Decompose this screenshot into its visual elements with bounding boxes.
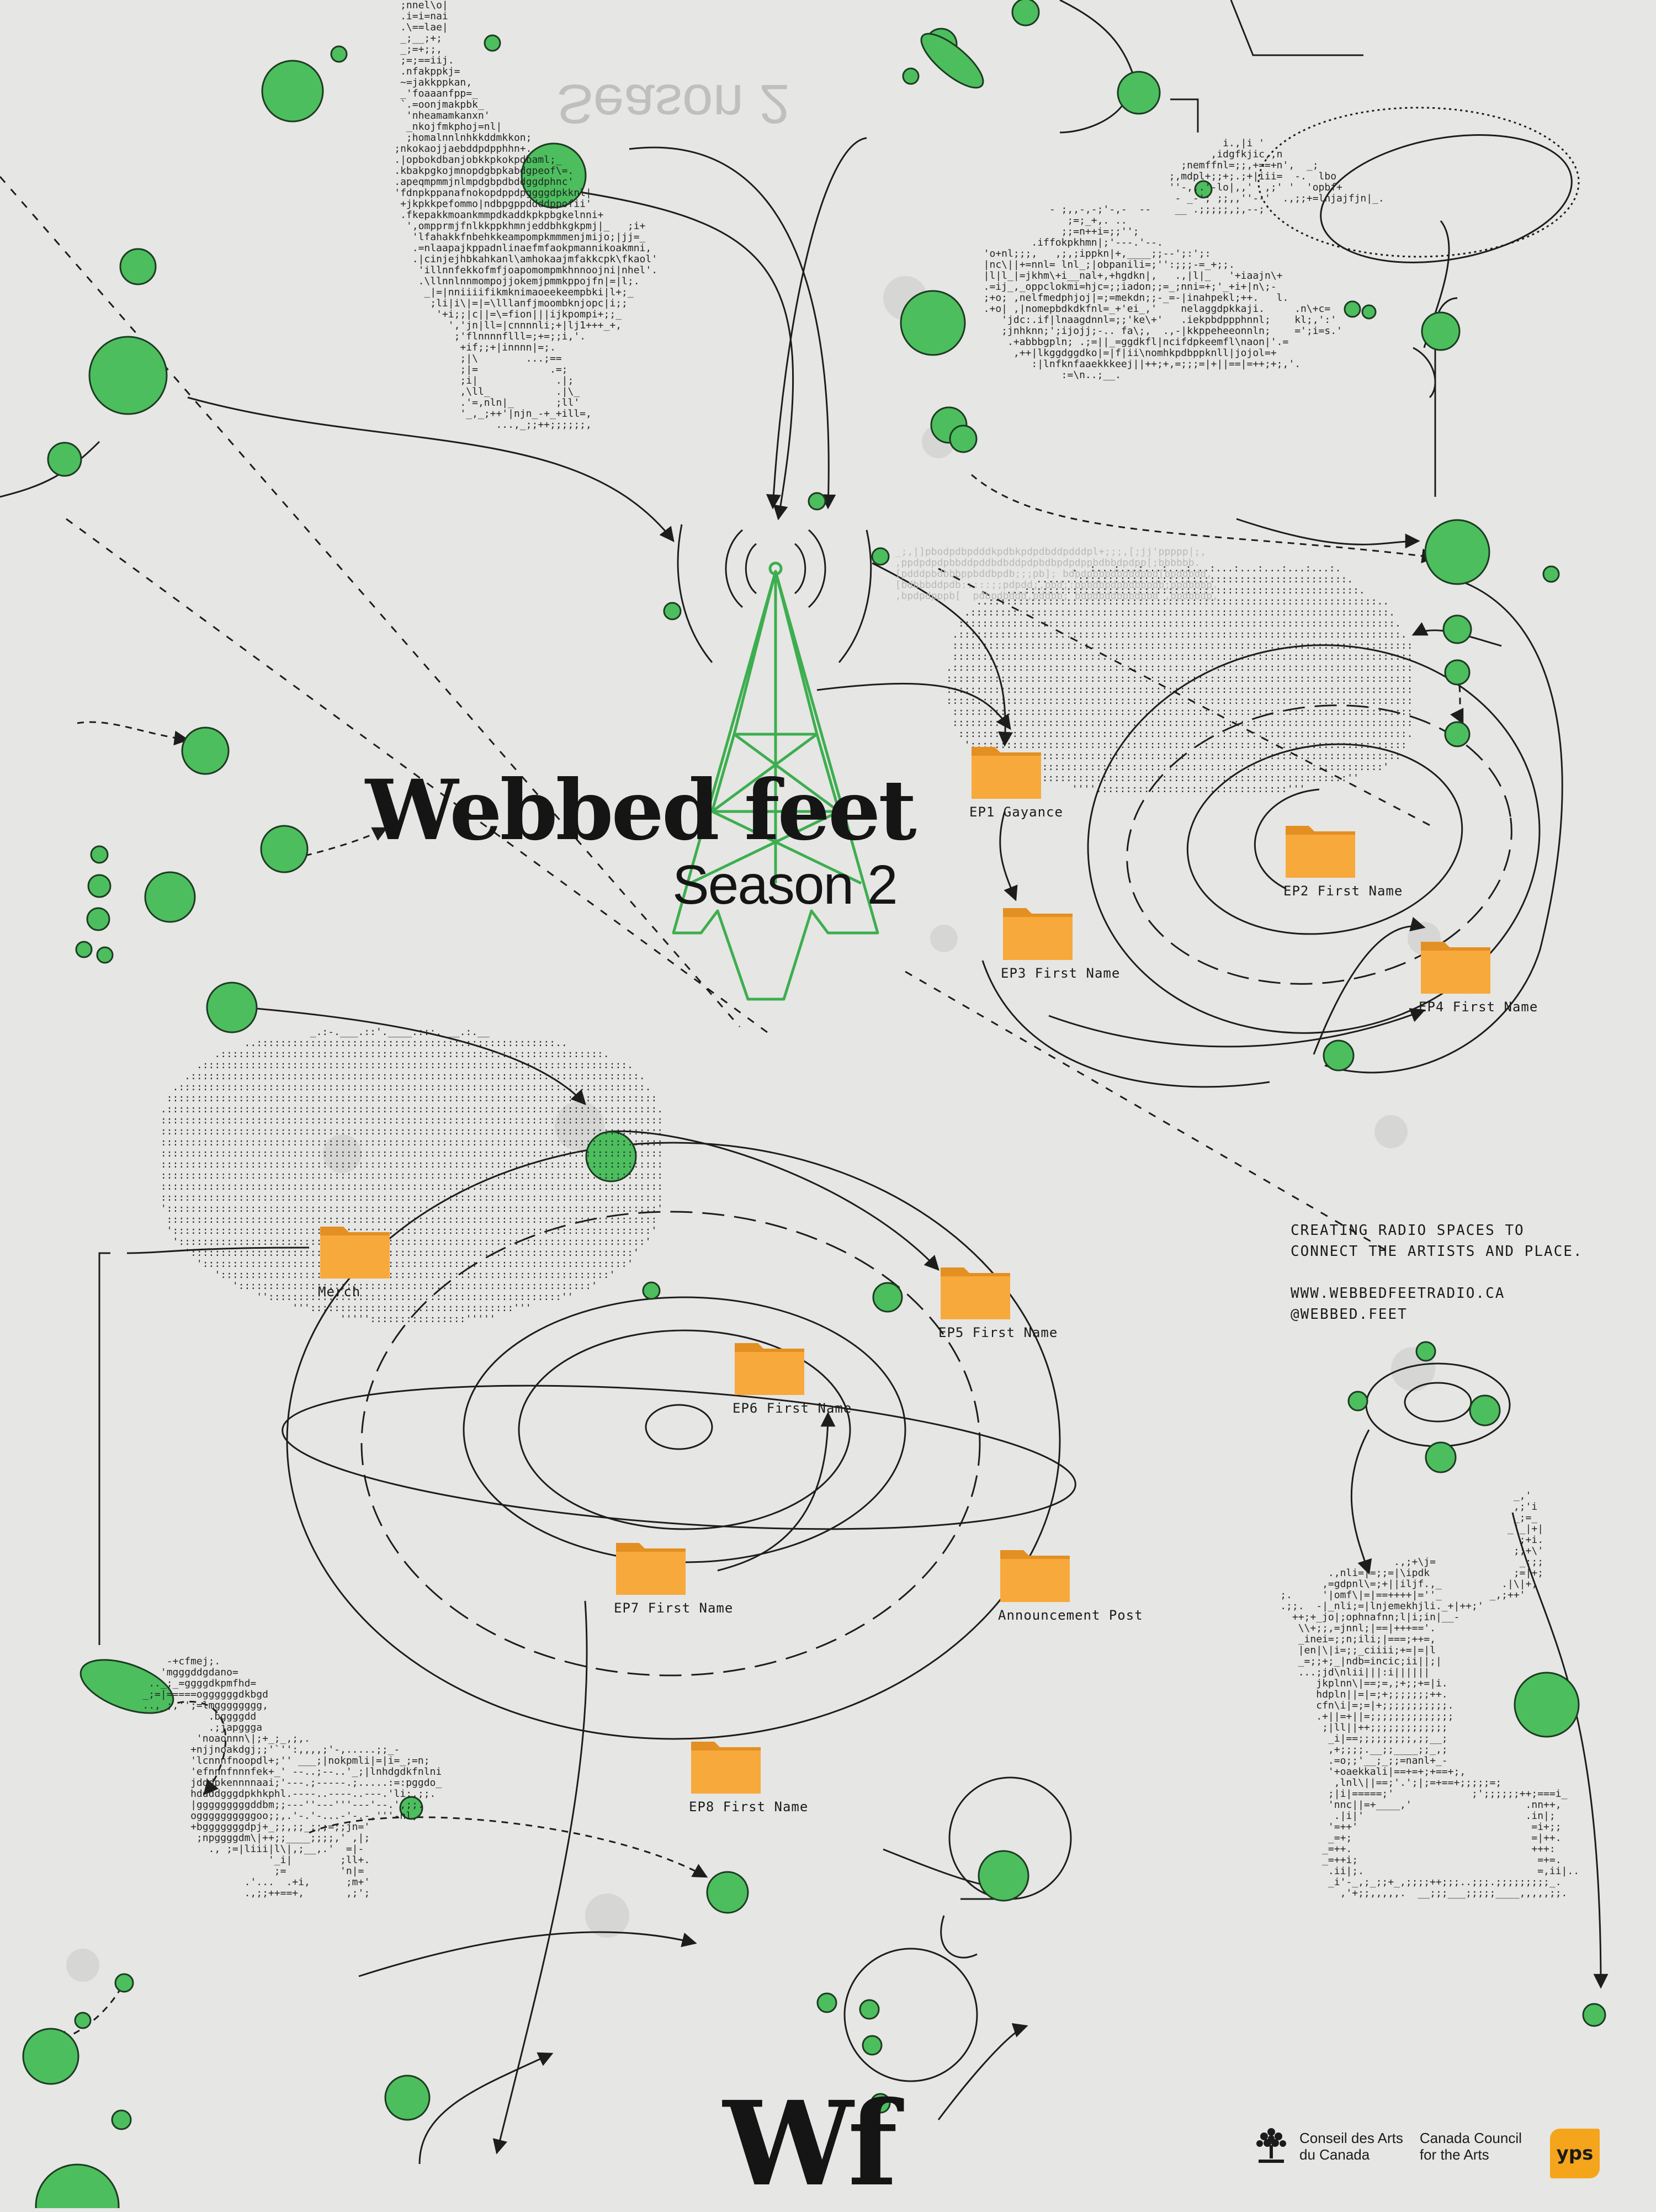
folder-ep8[interactable]: EP8 First Name — [689, 1737, 808, 1815]
folder-icon — [691, 1742, 761, 1794]
folder-icon — [972, 747, 1041, 799]
folder-merch[interactable]: Merch — [318, 1222, 392, 1299]
folder-label: EP8 First Name — [689, 1799, 809, 1815]
ascii-art-figure-top-left: ;nnel\o| .i=i=nai .\==lae| _;__;+; _;=+;… — [394, 0, 658, 431]
folder-ep4[interactable]: EP4 First Name — [1419, 937, 1537, 1015]
folder-label: Announcement Post — [998, 1608, 1143, 1623]
poster-title: Webbed feet — [365, 762, 917, 859]
poster-subtitle: Season 2 — [672, 854, 898, 916]
folder-label: EP5 First Name — [938, 1325, 1058, 1340]
wf-monogram-logo: Wf — [723, 2076, 898, 2212]
folder-icon — [1000, 1550, 1070, 1602]
folder-label: EP3 First Name — [1001, 966, 1121, 981]
folder-icon — [735, 1343, 804, 1395]
canada-council-logo: Conseil des Arts du Canada Canada Counci… — [1253, 2125, 1522, 2167]
folder-icon — [1421, 942, 1490, 994]
folder-label: EP2 First Name — [1283, 883, 1403, 899]
folder-ep2[interactable]: EP2 First Name — [1283, 821, 1402, 899]
website-link[interactable]: WWW.WEBBEDFEETRADIO.CA — [1291, 1285, 1505, 1302]
canada-council-fr-line-2: du Canada — [1299, 2146, 1370, 2163]
ascii-art-figure-bottom-left: -+cfmej;. 'mgggddgdano= .._;_=ggggdkpmfh… — [142, 1656, 442, 1899]
folder-icon — [941, 1267, 1010, 1319]
ascii-art-texture-right-faint: _;,|]pbodpdbpdddkpdbkpdpdbddpdddpl+;;;,[… — [895, 546, 1218, 602]
folder-announcement-post[interactable]: Announcement Post — [998, 1546, 1143, 1623]
folder-ep5[interactable]: EP5 First Name — [938, 1263, 1057, 1340]
folder-label: EP7 First Name — [614, 1600, 734, 1616]
ascii-art-figure-bottom-right: _,' ,;'i _;=_ _'_|+| — [1280, 1490, 1580, 1899]
folder-label: EP1 Gayance — [969, 804, 1063, 820]
folder-ep7[interactable]: EP7 First Name — [614, 1539, 733, 1616]
folder-icon — [616, 1543, 686, 1595]
folder-icon — [320, 1227, 390, 1279]
ascii-art-cloud-top-right: i.,|i ' ,idgfkjic,,n ;nemffnl=;;,+==+n',… — [983, 137, 1384, 381]
tagline-line-1: CREATING RADIO SPACES TO — [1291, 1222, 1525, 1239]
folder-icon — [1003, 908, 1073, 960]
folder-ep6[interactable]: EP6 First Name — [733, 1339, 851, 1416]
yps-logo-icon: yps — [1550, 2129, 1600, 2178]
maple-tree-logo-icon — [1256, 2128, 1286, 2163]
folder-ep3[interactable]: EP3 First Name — [1001, 904, 1119, 981]
folder-label: EP4 First Name — [1419, 999, 1538, 1015]
tagline-line-2: CONNECT THE ARTISTS AND PLACE. — [1291, 1243, 1583, 1260]
title-ghost-reflection: Season 2 — [556, 73, 790, 135]
tagline-spacer — [1291, 1262, 1583, 1283]
canada-council-en-line-1: Canada Council — [1419, 2130, 1522, 2146]
folder-label: Merch — [318, 1284, 361, 1299]
instagram-handle-link[interactable]: @WEBBED.FEET — [1291, 1306, 1408, 1323]
tagline-block: CREATING RADIO SPACES TO CONNECT THE ART… — [1291, 1220, 1583, 1325]
radio-tower-icon — [672, 524, 879, 1001]
folder-icon — [1286, 826, 1355, 878]
ascii-art-dots-center: _.:-.___.::'.____.:::.___.:.__ ..:::::::… — [160, 1026, 664, 1325]
folder-label: EP6 First Name — [733, 1401, 852, 1416]
ascii-art-dots-right: . :...:...:...:...:...:...:...:...:...:.… — [946, 563, 1413, 795]
canada-council-en-line-2: for the Arts — [1419, 2146, 1489, 2163]
folder-ep1[interactable]: EP1 Gayance — [969, 742, 1063, 820]
canada-council-fr-line-1: Conseil des Arts — [1299, 2130, 1403, 2146]
